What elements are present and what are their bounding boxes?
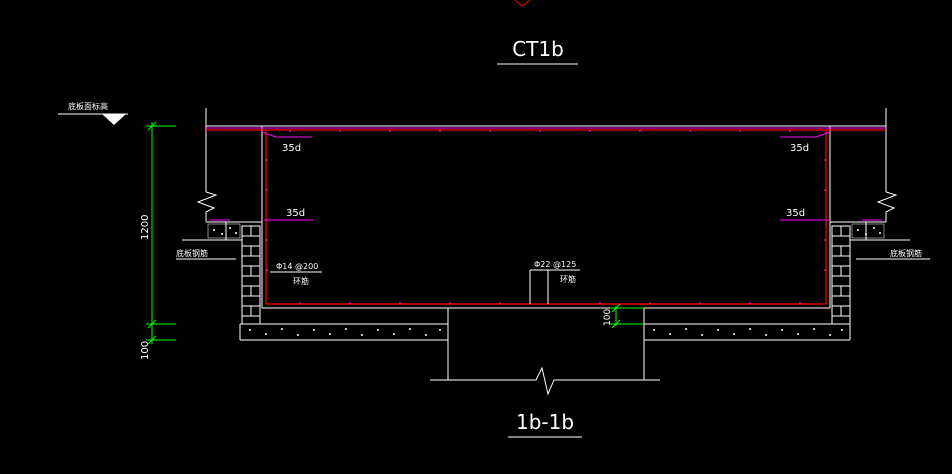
title-bottom: 1b-1b <box>516 410 574 434</box>
label-right-bottom: 底板钢筋 <box>890 248 922 258</box>
pile-block <box>430 308 660 396</box>
rebar-dots <box>266 130 826 304</box>
elevation-triangle-icon <box>102 114 126 125</box>
anchorage-mid-left: 35d <box>286 208 305 219</box>
concrete-outline <box>182 108 910 309</box>
rebar-center-note: 环筋 <box>560 274 576 284</box>
step-fill-left <box>207 223 241 239</box>
step-fill-right <box>851 223 885 239</box>
anchorage-top-right: 35d <box>790 143 809 154</box>
title-top: CT1b <box>512 37 564 61</box>
rebar-left-label: Φ14 @200 <box>276 262 318 271</box>
cushion-dots <box>249 328 843 336</box>
dimension-lines <box>146 121 644 345</box>
rebar-center-label: Φ22 @125 <box>534 260 576 269</box>
rebar-outline <box>206 129 886 305</box>
dim-step: 100 <box>603 309 613 326</box>
label-left-bottom: 底板钢筋 <box>176 248 208 258</box>
anchorage-mid-right: 35d <box>786 208 805 219</box>
elevation-label: 底板面标高 <box>68 101 108 111</box>
anchorage-lines <box>206 127 886 221</box>
anchorage-top-left: 35d <box>282 143 301 154</box>
brick-wall-right <box>831 225 851 325</box>
dim-cushion: 100 <box>140 341 151 360</box>
dim-height: 1200 <box>140 215 151 240</box>
cushion-layer <box>239 323 851 341</box>
top-red-mark <box>514 0 531 7</box>
brick-wall-left <box>241 225 261 325</box>
rebar-left-note: 环筋 <box>293 276 309 286</box>
